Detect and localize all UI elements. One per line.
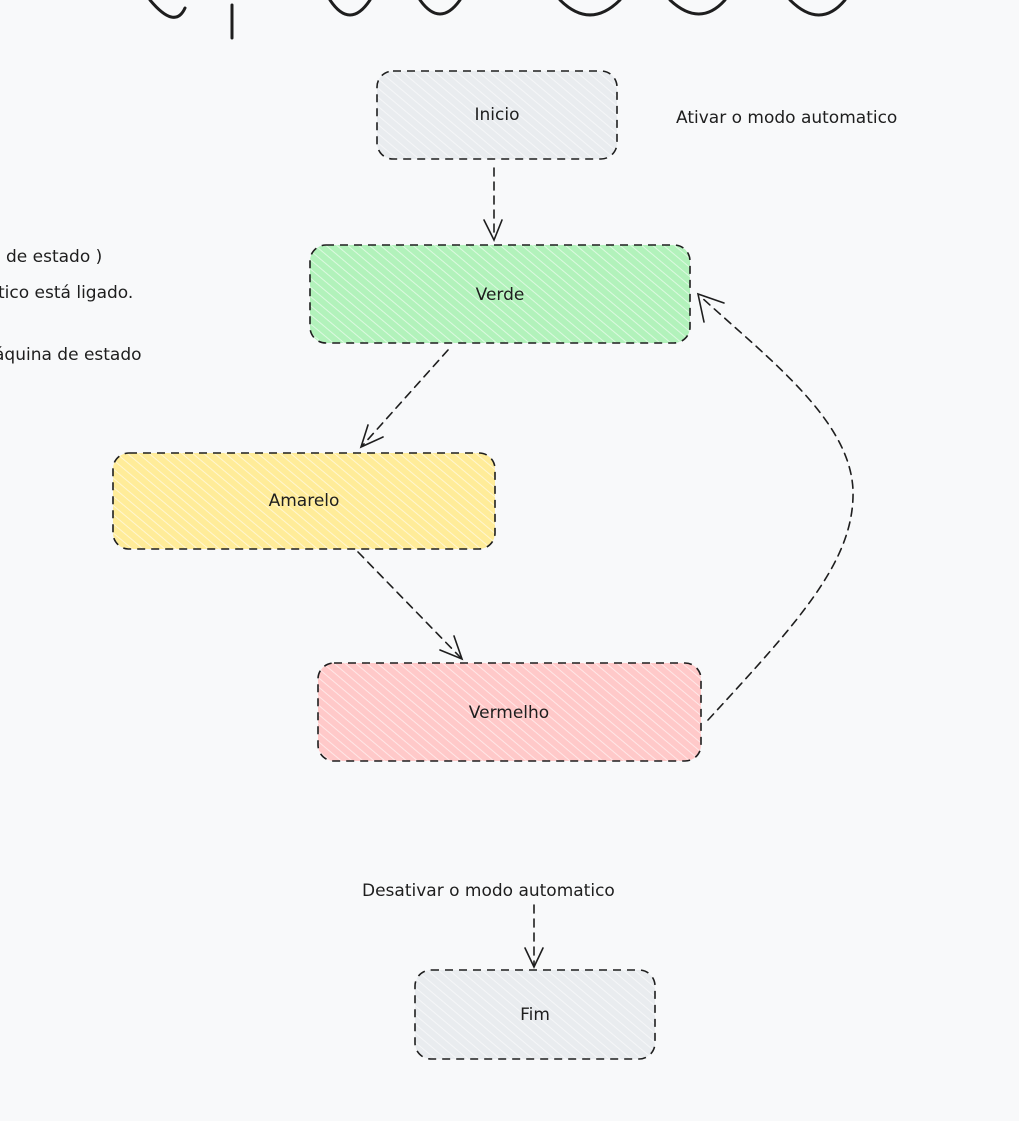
annotation-desativar: Desativar o modo automatico [362,881,615,901]
annotation-left-line3: áquina de estado [0,345,142,365]
node-vermelho[interactable]: Vermelho [317,662,702,762]
node-amarelo-label: Amarelo [269,491,340,511]
arrow-inicio-to-verde [483,167,503,242]
annotation-left-line2: tico está ligado. [0,283,133,303]
node-vermelho-label: Vermelho [469,703,549,723]
annotation-left-line1: de estado ) [6,247,102,267]
arrow-amarelo-to-vermelho [357,551,464,661]
node-verde[interactable]: Verde [309,244,691,344]
arrow-vermelho-to-verde [696,292,854,721]
annotation-ativar: Ativar o modo automatico [676,108,897,128]
node-amarelo[interactable]: Amarelo [112,452,496,550]
node-inicio[interactable]: Inicio [376,70,618,160]
node-fim-label: Fim [520,1005,550,1025]
node-verde-label: Verde [476,285,525,305]
title-fragment [148,0,847,40]
arrow-desativar-to-fim [524,904,544,969]
arrow-verde-to-amarelo [359,349,449,449]
node-fim[interactable]: Fim [414,969,656,1060]
node-inicio-label: Inicio [475,105,520,125]
